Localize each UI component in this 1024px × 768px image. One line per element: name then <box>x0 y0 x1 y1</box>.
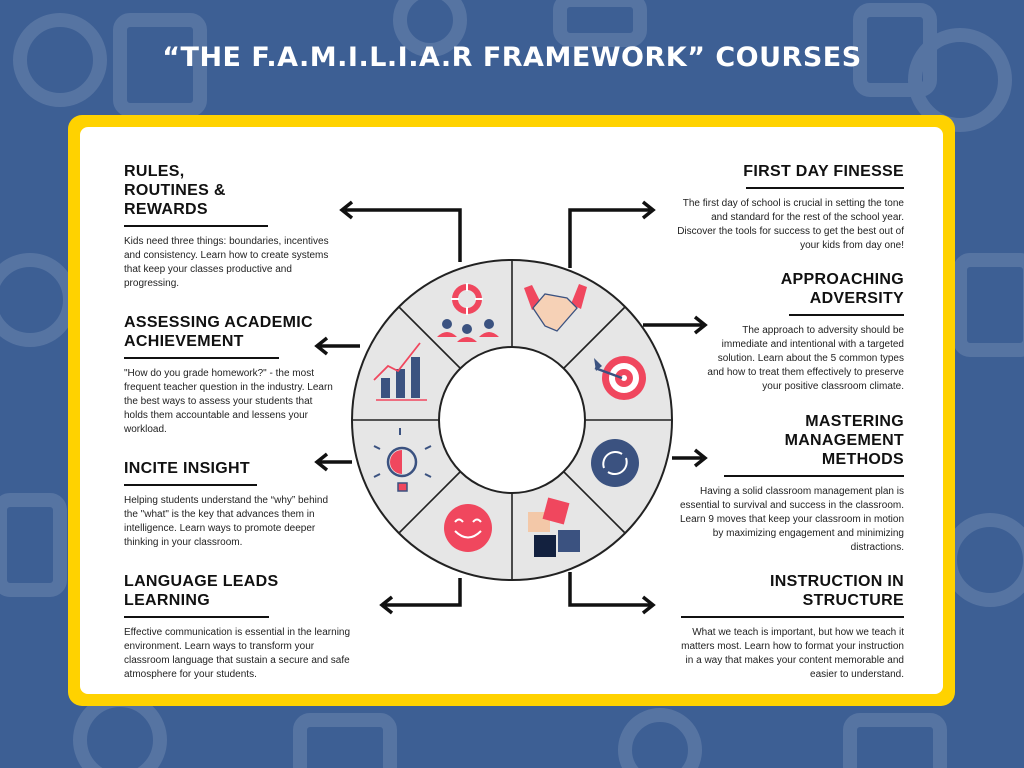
arrowhead <box>641 200 656 220</box>
course-title: LANGUAGE LEADS LEARNING <box>124 573 279 609</box>
connectors <box>314 200 708 615</box>
divider <box>124 225 268 227</box>
dartboard-icon <box>594 356 646 400</box>
arrowhead <box>693 315 708 335</box>
course-description: Effective communication is essential in … <box>124 627 351 680</box>
course-instruction-in-structure: INSTRUCTION IN STRUCTURE What we teach i… <box>664 572 904 682</box>
arrowhead <box>693 448 708 468</box>
divider <box>124 616 269 618</box>
divider <box>681 615 904 618</box>
connector-firstday <box>568 208 650 268</box>
arrowhead <box>379 595 394 615</box>
course-first-day-finesse: FIRST DAY FINESSE The first day of schoo… <box>664 162 904 253</box>
growth-chart-icon <box>373 342 427 401</box>
course-assessing-academic-achievement: ASSESSING ACADEMIC ACHIEVEMENT "How do y… <box>124 313 364 437</box>
refresh-cycle-icon <box>591 439 639 487</box>
course-description: The approach to adversity should be imme… <box>707 325 904 393</box>
left-course-column: RULES, ROUTINES & REWARDS Kids need thre… <box>124 162 364 682</box>
arrowhead <box>641 595 656 615</box>
arrowhead <box>314 336 329 356</box>
right-course-column: FIRST DAY FINESSE The first day of schoo… <box>664 162 904 682</box>
course-description: What we teach is important, but how we t… <box>681 626 904 680</box>
course-description: The first day of school is crucial in se… <box>677 198 904 251</box>
course-title: ASSESSING ACADEMIC ACHIEVEMENT <box>124 314 313 350</box>
course-title: INCITE INSIGHT <box>124 460 250 477</box>
connector-instruction <box>568 572 650 607</box>
divider <box>789 314 904 317</box>
course-title: APPROACHING ADVERSITY <box>780 271 904 308</box>
course-description: Helping students understand the “why” be… <box>124 495 329 548</box>
course-language-leads-learning: LANGUAGE LEADS LEARNING Effective commun… <box>124 572 364 682</box>
connector-rules <box>345 208 462 262</box>
lightbulb-gear-icon <box>373 428 432 492</box>
course-title: RULES, ROUTINES & REWARDS <box>124 163 226 218</box>
arrowhead <box>339 200 354 220</box>
course-description: "How do you grade homework?" - the most … <box>124 368 333 435</box>
handshake-icon <box>524 284 587 332</box>
course-title: MASTERING MANAGEMENT METHODS <box>784 412 904 468</box>
divider <box>724 474 904 477</box>
divider <box>124 484 257 486</box>
course-title: INSTRUCTION IN STRUCTURE <box>770 572 904 609</box>
arrowhead <box>314 452 329 472</box>
page-title: “THE F.A.M.I.L.I.A.R FRAMEWORK” COURSES <box>162 42 862 73</box>
course-mastering-management-methods: MASTERING MANAGEMENT METHODS Having a so… <box>664 412 904 555</box>
course-incite-insight: INCITE INSIGHT Helping students understa… <box>124 459 364 550</box>
puzzle-icon <box>528 497 580 557</box>
course-approaching-adversity: APPROACHING ADVERSITY The approach to ad… <box>664 270 904 394</box>
divider <box>746 187 904 189</box>
course-description: Having a solid classroom management plan… <box>680 485 904 553</box>
course-title: FIRST DAY FINESSE <box>743 163 904 180</box>
target-group-icon <box>437 283 499 342</box>
connector-language <box>385 578 462 607</box>
divider <box>124 357 279 359</box>
smiley-icon <box>444 504 492 552</box>
course-description: Kids need three things: boundaries, ince… <box>124 236 329 289</box>
course-rules-routines-rewards: RULES, ROUTINES & REWARDS Kids need thre… <box>124 162 364 291</box>
